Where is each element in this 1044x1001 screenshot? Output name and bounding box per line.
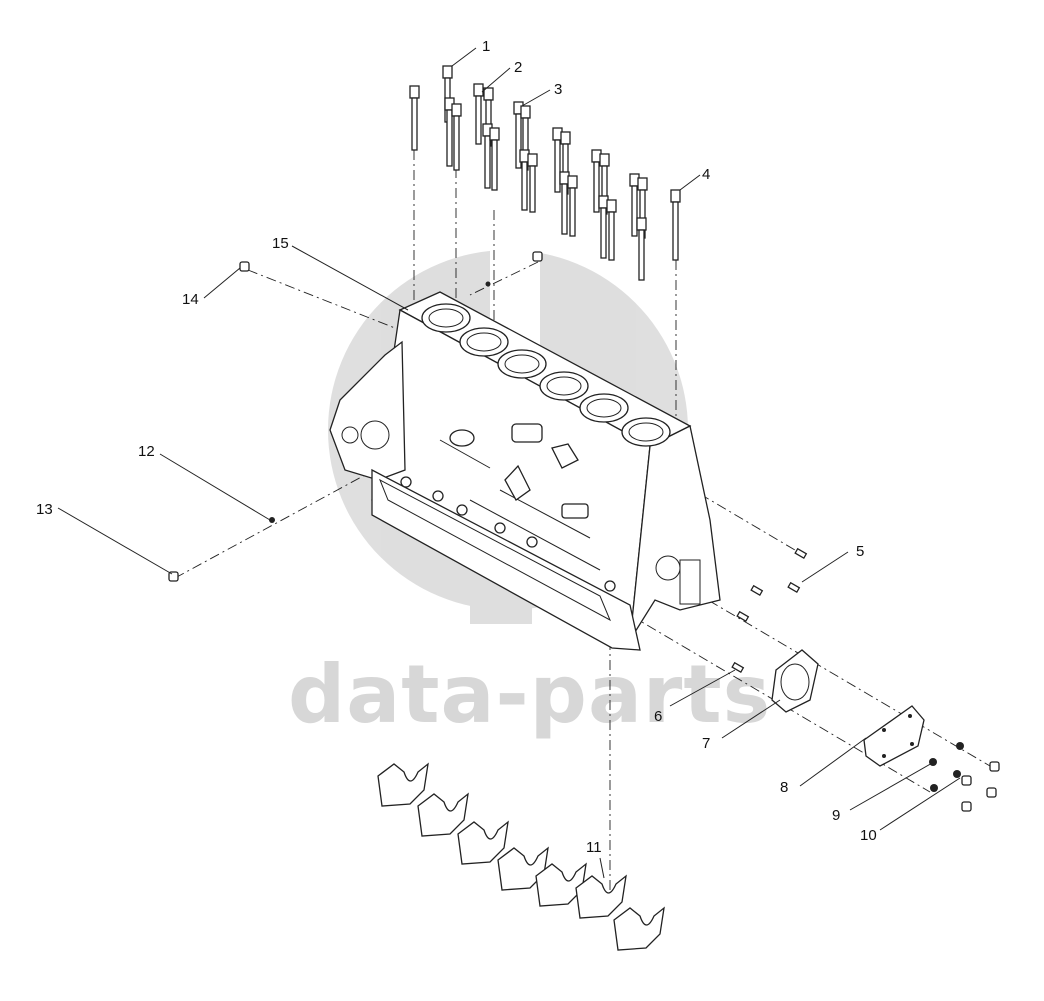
plug-top	[532, 251, 543, 262]
bolt	[527, 153, 538, 213]
callout-11: 11	[586, 839, 602, 856]
cover-plate	[863, 705, 925, 767]
callout-1: 1	[482, 38, 490, 55]
bolt	[606, 199, 617, 261]
dowel-pins	[731, 547, 808, 673]
bolt	[636, 217, 647, 281]
leader-lines	[57, 47, 961, 879]
plug-pin	[485, 281, 491, 287]
bolt	[670, 189, 681, 261]
callout-12: 12	[138, 443, 155, 460]
bolt	[567, 175, 578, 237]
callout-2: 2	[514, 59, 522, 76]
callout-3: 3	[554, 81, 562, 98]
callout-9: 9	[832, 807, 840, 824]
watermark-text: data-parts	[288, 648, 771, 741]
callout-8: 8	[780, 779, 788, 796]
callout-4: 4	[702, 166, 710, 183]
washers-and-nuts	[929, 742, 1000, 812]
plug-13	[168, 571, 179, 582]
bolt	[409, 85, 420, 151]
plug-14	[239, 261, 250, 272]
bolt	[451, 103, 462, 171]
bearing-caps	[377, 762, 665, 951]
callout-5: 5	[856, 543, 864, 560]
plug-12	[269, 517, 275, 523]
engine-block	[329, 291, 721, 651]
callout-14: 14	[182, 291, 199, 308]
cylinder-bores	[421, 303, 671, 447]
bolt	[473, 83, 484, 145]
callout-10: 10	[860, 827, 877, 844]
gasket	[771, 649, 819, 713]
callout-15: 15	[272, 235, 289, 252]
callout-7: 7	[702, 735, 710, 752]
bolt	[489, 127, 500, 191]
callout-6: 6	[654, 708, 662, 725]
callout-13: 13	[36, 501, 53, 518]
callout-labels: 1 2 3 4 5 6 7 8 9 10 11 12 13 14 15	[36, 38, 877, 856]
plugs	[168, 251, 543, 582]
head-bolts	[409, 65, 681, 281]
